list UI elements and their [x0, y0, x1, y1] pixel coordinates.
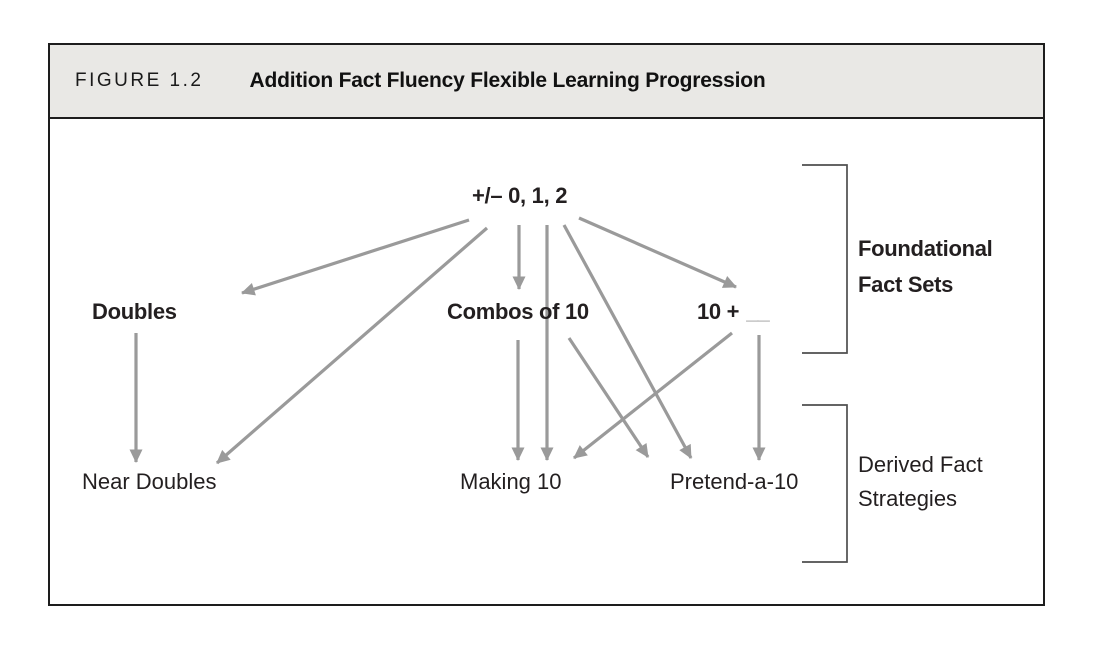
bracket-derived-fact-strategies: [802, 404, 848, 563]
diagram-canvas: +/– 0, 1, 2 Doubles Combos of 10 10 +__ …: [50, 119, 1043, 606]
bracket-foundational-fact-sets: [802, 164, 848, 354]
figure-label: FIGURE 1.2: [75, 70, 204, 91]
group-label-line: Fact Sets: [858, 272, 954, 297]
blank-slot: __: [746, 299, 770, 324]
group-label-line: Derived Fact: [858, 452, 983, 477]
node-10-plus-text: 10 +: [697, 299, 740, 324]
figure-header: FIGURE 1.2 Addition Fact Fluency Flexibl…: [50, 45, 1043, 119]
node-combos-of-10: Combos of 10: [447, 299, 589, 324]
node-making-10: Making 10: [460, 469, 562, 494]
node-10-plus-blank: 10 +__: [697, 299, 770, 325]
node-doubles: Doubles: [92, 299, 177, 324]
arrow-10-plus-to-making-10: [573, 331, 733, 460]
group-label-line: Foundational: [858, 236, 993, 261]
arrow-plusminus012-to-doubles: [241, 218, 470, 296]
figure-box: FIGURE 1.2 Addition Fact Fluency Flexibl…: [48, 43, 1045, 606]
group-label-foundational-fact-sets: Foundational Fact Sets: [858, 231, 993, 303]
arrow-combos-to-pretend-a-10: [567, 337, 650, 458]
figure-title: Addition Fact Fluency Flexible Learning …: [249, 69, 766, 92]
diagram-arrows-layer: [129, 164, 848, 563]
arrow-plusminus012-to-10-plus: [578, 216, 737, 289]
arrow-plusminus012-to-pretend-a-10: [562, 224, 693, 459]
group-label-line: Strategies: [858, 486, 958, 511]
arrow-plusminus012-to-near-doubles: [215, 226, 489, 465]
node-plusminus-0-1-2: +/– 0, 1, 2: [472, 183, 568, 208]
group-label-derived-fact-strategies: Derived Fact Strategies: [858, 448, 983, 516]
node-near-doubles: Near Doubles: [82, 469, 217, 494]
node-pretend-a-10: Pretend-a-10: [670, 469, 799, 494]
